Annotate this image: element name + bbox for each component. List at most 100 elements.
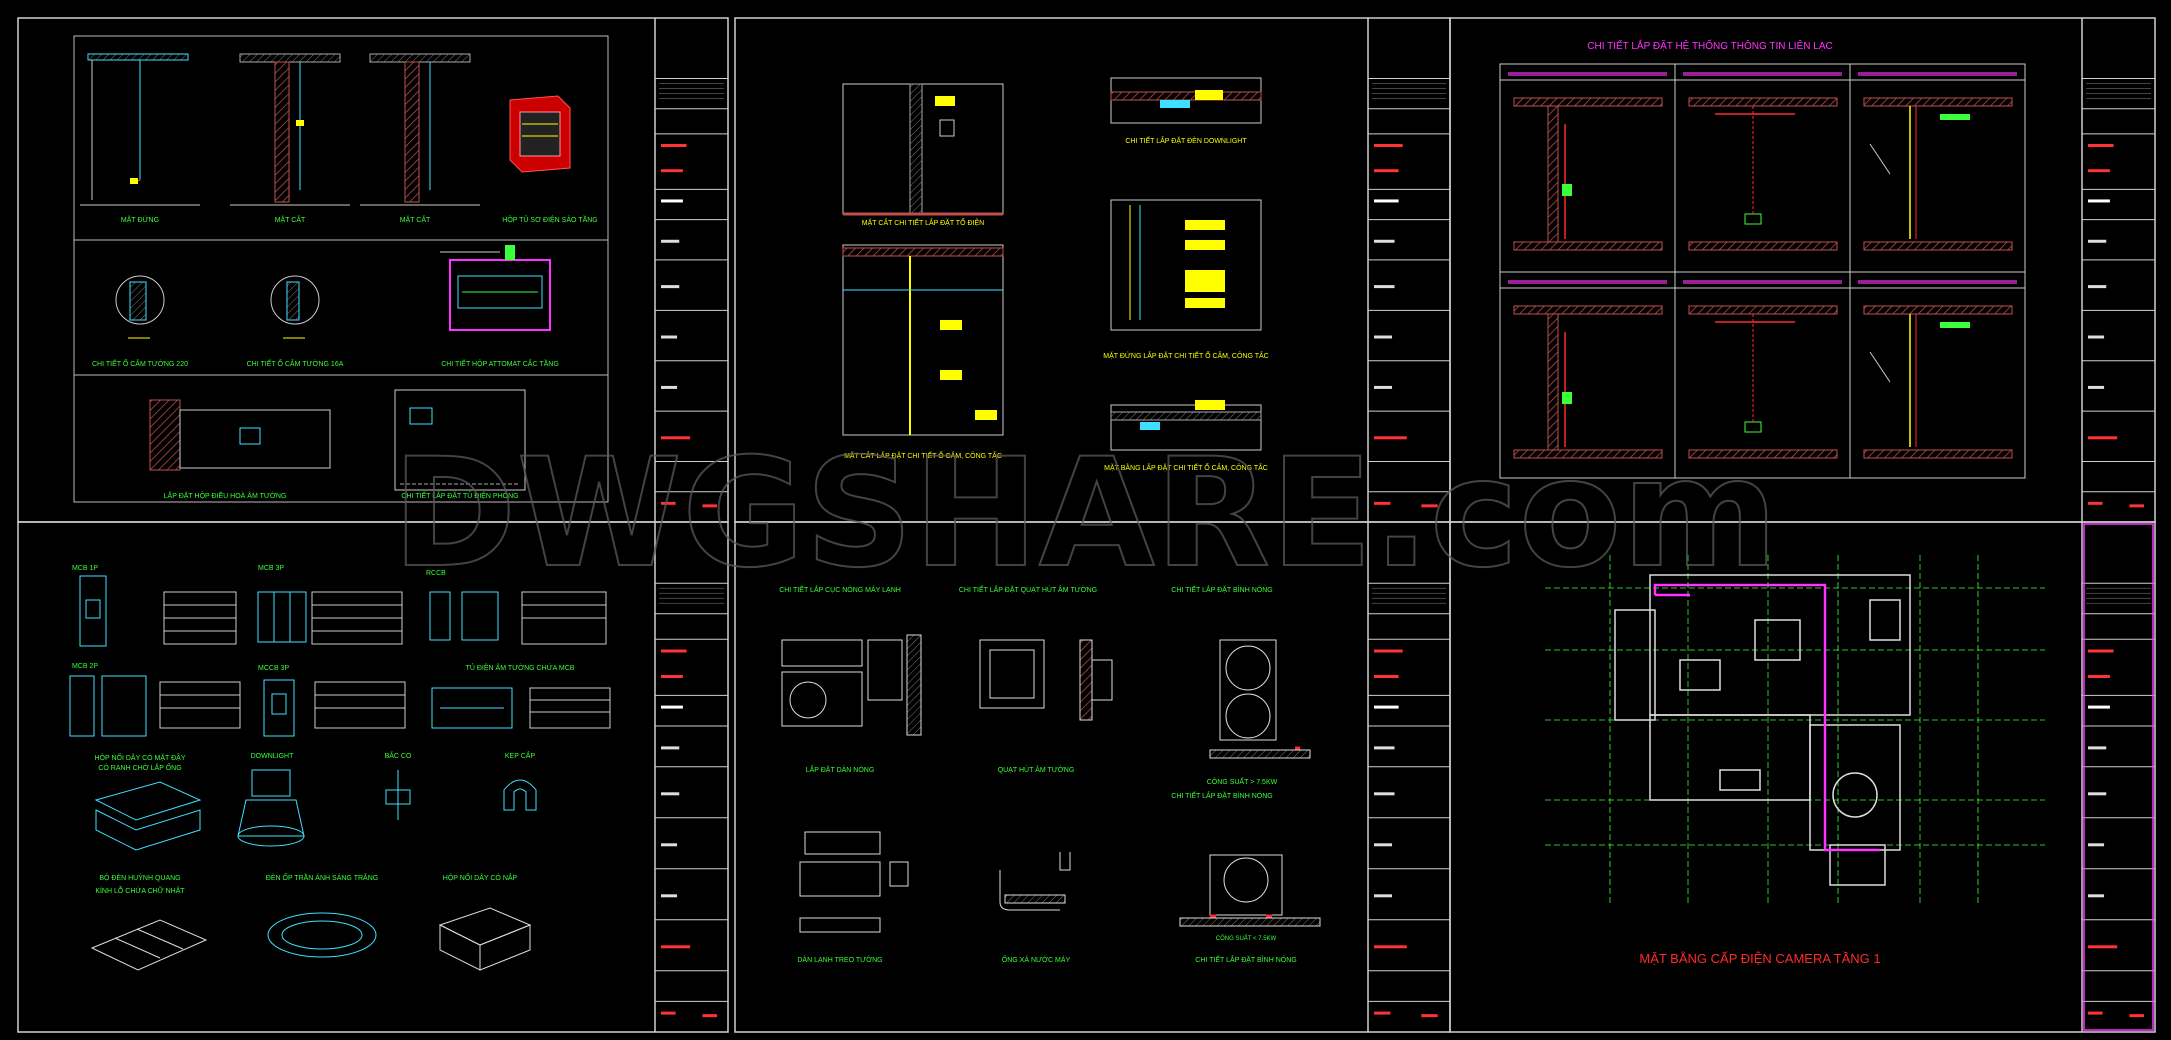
water-heater-small (1179, 854, 1321, 927)
cell-header-bar (1683, 72, 1842, 76)
outlet-box (1562, 184, 1572, 196)
attomat-box (440, 245, 551, 331)
sheet-1-details: MẶT ĐỨNG MẶT CẮT MẶT CẮT HỘP TỦ SƠ ĐIỆN … (73, 35, 609, 503)
downlight-icon (237, 769, 305, 847)
ceiling-slab (1688, 97, 1838, 107)
sheet-3-comm-details: CHI TIẾT LẮP ĐẶT HỆ THỐNG THÔNG TIN LIÊN… (1499, 38, 2026, 479)
label-rccb: RCCB (426, 570, 446, 577)
label-o-cam-1: CHI TIẾT Ổ CẮM TƯỜNG 220 (92, 358, 188, 368)
label-hop-noi-2: CÓ RANH CHỜ LẮP ỐNG (98, 762, 181, 772)
label-dan-lanh: DÀN LẠNH TREO TƯỜNG (797, 955, 882, 964)
break-line (1869, 351, 1891, 383)
sheet-4-equipment: MCB 1P MCB 3P RCCB MCB 2P (69, 565, 611, 971)
title-block (2082, 77, 2155, 508)
title-block (2082, 523, 2155, 1031)
cell-header-bar (1683, 280, 1842, 284)
watermark-text: DWGSHARE.com (392, 427, 1778, 601)
cell-header-bar (1508, 72, 1667, 76)
cell-header-bar (1508, 280, 1667, 284)
floor-slab (1863, 449, 2013, 459)
terminal-box-icon (438, 907, 532, 971)
spec-table-4 (159, 681, 241, 729)
mccb-3p-icon (263, 679, 295, 737)
wall-section-cut-1 (230, 53, 350, 206)
floor-slab (1513, 449, 1663, 459)
label-tag (1940, 322, 1970, 328)
label-hop-noi: HỘP NỐI DÂY CÓ MẶT ĐẬY (94, 752, 185, 762)
sheet-6-floor-plan: MẶT BẰNG CẤP ĐIỆN CAMERA TẦNG 1 (1545, 555, 2045, 966)
mcb-1p-icon (79, 575, 107, 647)
panel-section (842, 83, 1004, 216)
label-mat-bang-o-cam: MẶT BẰNG LẮP ĐẶT CHI TIẾT Ổ CẮM, CÔNG TẮ… (1104, 462, 1268, 472)
downlight-detail (1110, 77, 1262, 124)
camera-cable-route (1653, 583, 1880, 852)
exhaust-fan (979, 639, 1113, 721)
outlet-box (1744, 213, 1762, 225)
drain-pipe (999, 852, 1071, 911)
label-mat-cat-o-cam: MẶT CẮT LẮP ĐẶT CHI TIẾT Ổ CẮM, CÔNG TẮC (844, 450, 1002, 460)
outlet-plan (1110, 400, 1262, 451)
label-den-op-tran: ĐÈN ỐP TRẦN ÁNH SÁNG TRẮNG (266, 872, 378, 882)
floor-slab (1863, 241, 2013, 251)
title-block (1368, 77, 1450, 508)
ceiling-slab (1863, 305, 2013, 315)
label-mccb3p: MCCB 3P (258, 665, 289, 672)
plan-grid-lines (1545, 555, 2045, 905)
label-binh-nong-title: CHI TIẾT LẮP ĐẶT BÌNH NÓNG (1171, 584, 1272, 594)
label-quat-hut-title: CHI TIẾT LẮP ĐẶT QUẠT HÚT ÂM TƯỜNG (959, 584, 1097, 594)
label-binh-nong-3: CHI TIẾT LẮP ĐẶT BÌNH NÓNG (1195, 954, 1296, 964)
label-cong-suat-2: CÔNG SUẤT < 7.5KW (1216, 935, 1277, 942)
label-cong-suat-1: CÔNG SUẤT > 7.5KW (1207, 776, 1278, 786)
floor-slab (1688, 449, 1838, 459)
label-mcb3p: MCB 3P (258, 565, 284, 572)
label-mcb1p: MCB 1P (72, 565, 98, 572)
title-blocks (655, 77, 2155, 1031)
label-may-lanh-title: CHI TIẾT LẮP CỤC NÓNG MÁY LẠNH (779, 584, 901, 594)
sheet-2-details: MẶT CẮT CHI TIẾT LẮP ĐẶT TỔ ĐIỆN CHI TIẾ… (842, 77, 1269, 472)
label-mat-cat-1: MẶT CẮT (275, 215, 306, 224)
label-mcb2p: MCB 2P (72, 663, 98, 670)
label-tag (1940, 114, 1970, 120)
floor-slab (1513, 241, 1663, 251)
label-quat-hut: QUẠT HÚT ÂM TƯỜNG (998, 765, 1075, 774)
label-ong-xa: ỐNG XẢ NƯỚC MÁY (1002, 954, 1071, 964)
label-o-cam-2: CHI TIẾT Ổ CẮM TƯỜNG 16A (247, 358, 344, 368)
break-line (1869, 143, 1891, 175)
label-downlight-4: DOWNLIGHT (251, 753, 295, 760)
plan-walls (1614, 574, 1911, 886)
label-kep-cap: KẸP CẮP (505, 751, 536, 760)
cable-clip-icon (503, 779, 537, 811)
label-mat-cat-to-dien: MẶT CẮT CHI TIẾT LẮP ĐẶT TỔ ĐIỆN (862, 217, 984, 227)
ac-outdoor-unit (781, 634, 922, 736)
sheet-frames (17, 17, 2156, 1033)
sheet-5-hvac: CHI TIẾT LẮP CỤC NÓNG MÁY LẠNH CHI TIẾT … (779, 584, 1321, 964)
ac-indoor-unit (799, 831, 909, 933)
fluorescent-fixture-icon (90, 919, 208, 971)
wall-section-elevation (80, 53, 200, 206)
cell-header-bar (1858, 280, 2017, 284)
title-block (1368, 582, 1450, 1018)
mcb-3p-icon (257, 591, 307, 643)
label-downlight: CHI TIẾT LẮP ĐẶT ĐÈN DOWNLIGHT (1125, 135, 1247, 145)
outlet-elevation (1110, 199, 1262, 331)
spec-table-6 (529, 687, 611, 729)
ceiling-slab (1513, 305, 1663, 315)
spec-table-5 (314, 681, 406, 729)
recessed-box-detail (149, 399, 331, 471)
label-bac-co: BẮC CO (385, 751, 412, 760)
distribution-box-3d (509, 95, 571, 173)
spec-table-2 (311, 591, 403, 645)
ceiling-slab (1513, 97, 1663, 107)
junction-box-icon (94, 781, 202, 851)
wall-hatch (1547, 313, 1559, 451)
cell-header-bar (1858, 72, 2017, 76)
label-binh-nong-2: CHI TIẾT LẮP ĐẶT BÌNH NÓNG (1171, 790, 1272, 800)
title-block (655, 582, 728, 1018)
label-hop-tu: HỘP TỦ SƠ ĐIỆN SẢO TẦNG (502, 214, 597, 224)
ceiling-slab (1863, 97, 2013, 107)
mcb-2p-icon (69, 675, 147, 737)
bac-co-icon (385, 770, 411, 820)
rccb-icon (429, 591, 499, 641)
outlet-section (842, 244, 1004, 436)
